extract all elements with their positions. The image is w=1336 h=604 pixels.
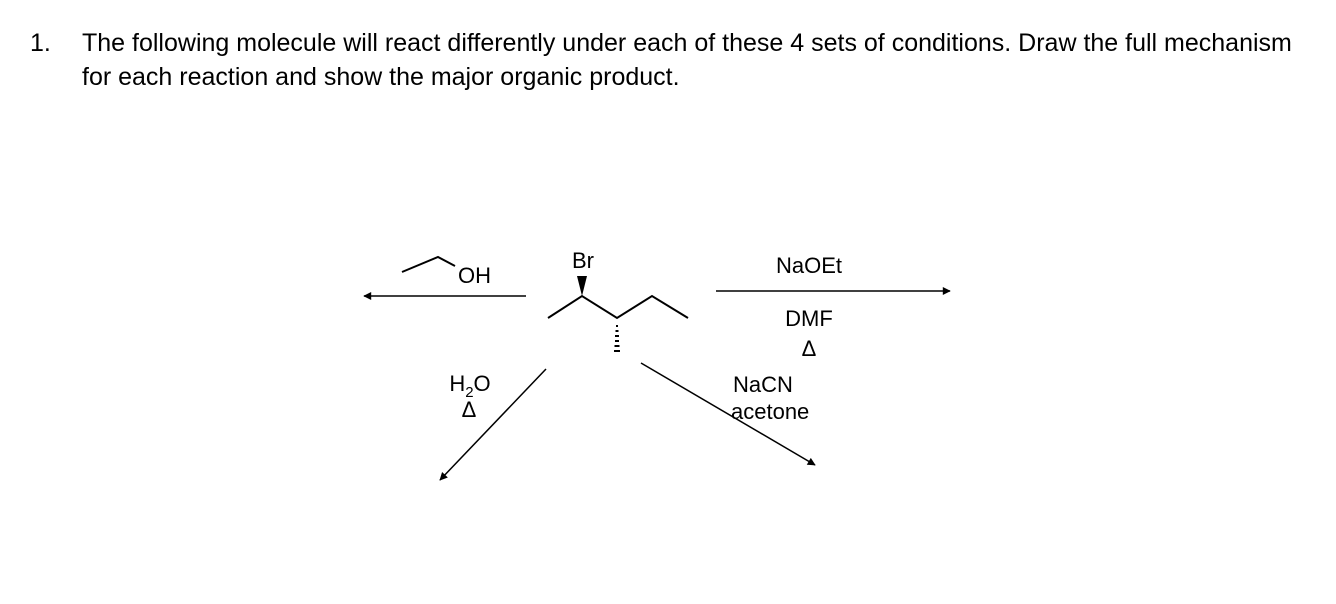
- arrow-lower-right: [640, 362, 816, 466]
- reagent-naoet: NaOEt: [776, 253, 842, 278]
- solvent-dmf: DMF: [785, 306, 833, 331]
- reagent-nacn: NaCN: [733, 372, 793, 397]
- reaction-right: NaOEt DMF Δ: [716, 253, 951, 361]
- reagent-oh: OH: [458, 263, 491, 288]
- reaction-left: OH: [363, 255, 526, 300]
- hash-bond: [614, 325, 620, 352]
- ethanol-skeleton: [401, 255, 456, 273]
- reaction-lower-left: H2O Δ: [439, 368, 547, 481]
- question: 1. The following molecule will react dif…: [30, 26, 1320, 94]
- bromine-label: Br: [572, 248, 594, 273]
- question-number: 1.: [30, 29, 51, 57]
- heat-symbol: Δ: [462, 397, 477, 422]
- reaction-lower-right: NaCN acetone: [640, 362, 816, 466]
- reagent-water: H2O: [449, 371, 490, 401]
- heat-symbol: Δ: [802, 336, 817, 361]
- arrow-lower-left: [439, 368, 547, 481]
- question-text: The following molecule will react differ…: [82, 29, 1292, 91]
- solvent-acetone: acetone: [731, 399, 809, 424]
- wedge-bond: [577, 276, 587, 296]
- carbon-skeleton: [547, 294, 689, 320]
- substrate-molecule: Br: [547, 248, 689, 352]
